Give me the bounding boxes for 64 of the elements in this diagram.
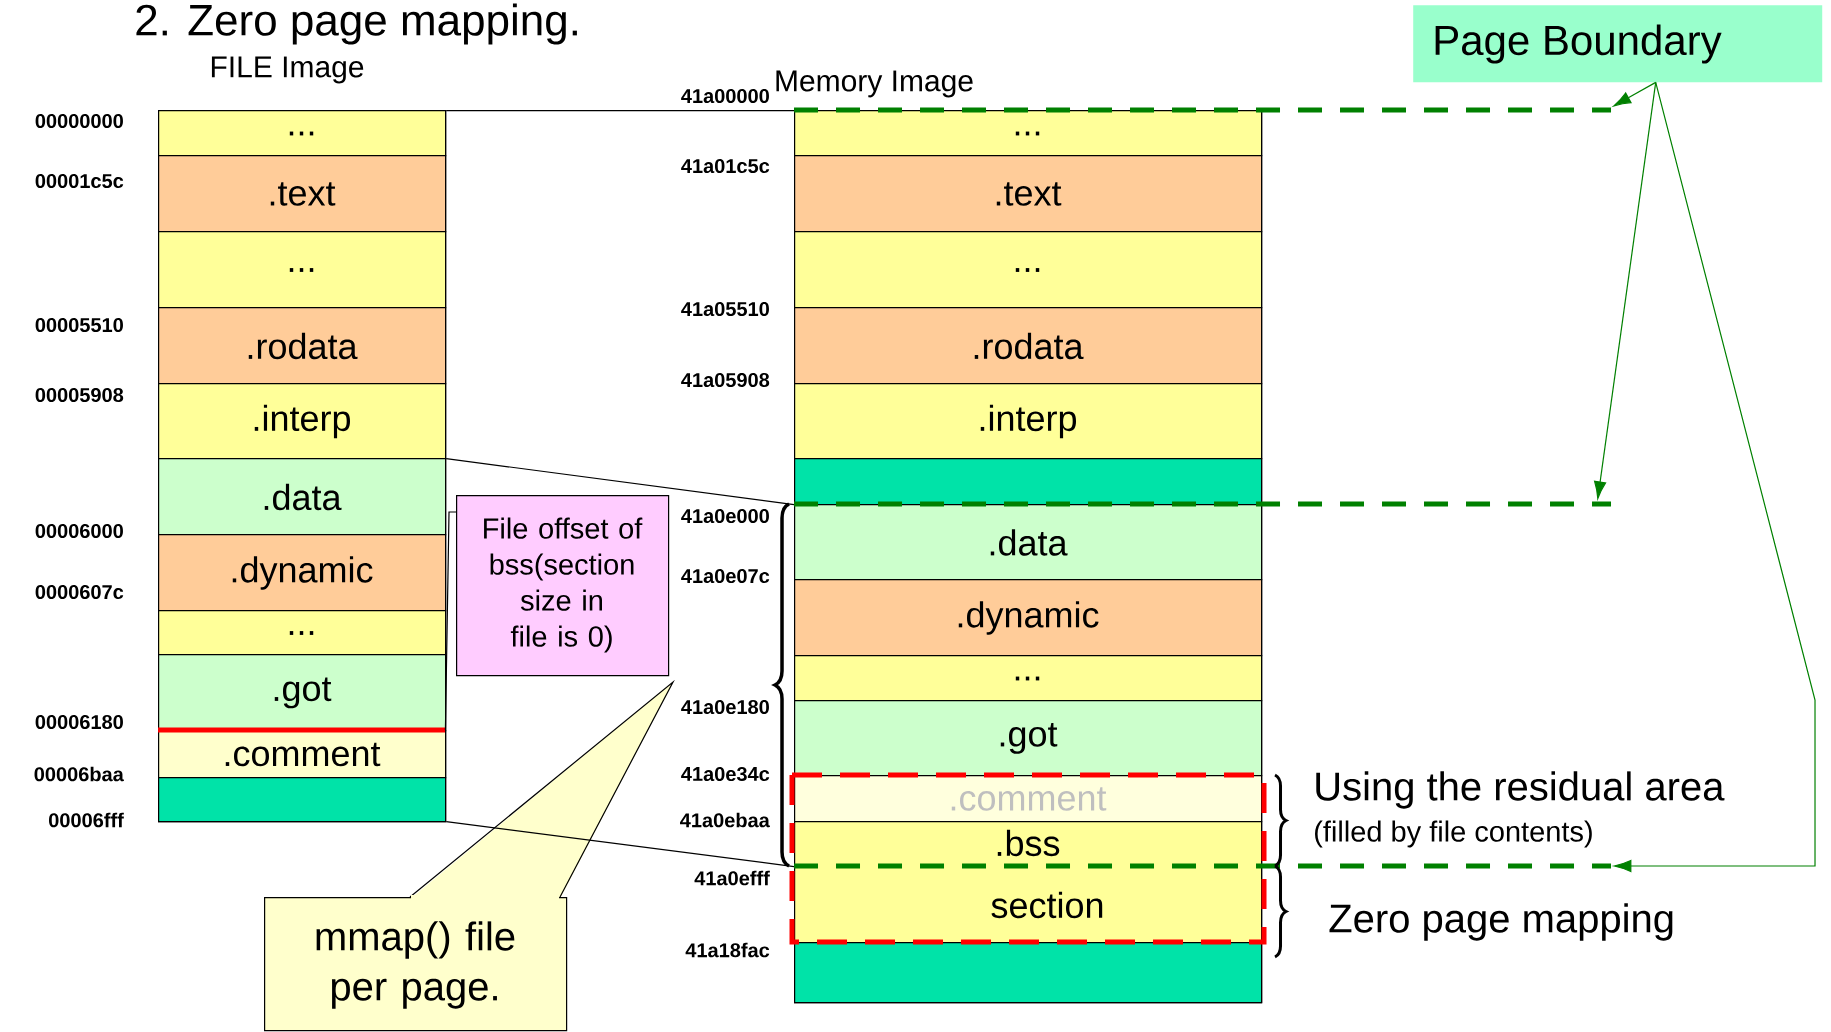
address-label: 41a0efff bbox=[694, 870, 770, 886]
section-row: .got bbox=[794, 700, 1263, 777]
section-row: .dynamic bbox=[158, 534, 447, 612]
address-label: 41a0e34c bbox=[681, 766, 770, 782]
note-text: Zero page mapping bbox=[1329, 903, 1673, 941]
section-row: .bss section bbox=[794, 821, 1263, 944]
address-label: 41a0e180 bbox=[681, 699, 769, 715]
section-row: ... bbox=[158, 231, 447, 309]
address-label: 41a0e07c bbox=[681, 568, 770, 584]
address-label: 41a0e000 bbox=[681, 508, 769, 524]
arrow bbox=[1613, 81, 1816, 873]
section-row: ... bbox=[158, 110, 447, 157]
section-row: .rodata bbox=[794, 307, 1263, 385]
mapping-line bbox=[444, 511, 457, 731]
section-row: .got bbox=[158, 654, 447, 732]
arrow bbox=[1613, 81, 1657, 107]
section-row: .data bbox=[158, 458, 447, 536]
note-text: Using the residual area bbox=[1316, 771, 1725, 809]
mapping-line bbox=[445, 110, 795, 112]
node-label: Memory Image bbox=[776, 70, 973, 98]
section-row: .text bbox=[158, 155, 447, 233]
address-label: 41a18fac bbox=[685, 942, 770, 958]
arrow bbox=[1594, 81, 1657, 500]
mapping-line bbox=[445, 821, 795, 868]
address-label: 0000607c bbox=[35, 584, 124, 600]
section-row: .interp bbox=[158, 383, 447, 460]
address-label: 41a05510 bbox=[681, 301, 769, 317]
note-box: File offset of bss(section size in file is 0) bbox=[456, 495, 670, 677]
section-row: ... bbox=[794, 110, 1263, 157]
padding-row bbox=[158, 777, 447, 823]
page-boundary-line bbox=[794, 107, 1611, 113]
address-label: 41a05908 bbox=[681, 372, 770, 388]
page-boundary-line bbox=[794, 501, 1611, 507]
address-label: 00001c5c bbox=[35, 173, 124, 189]
callout-box: mmap() file per page. bbox=[264, 895, 568, 1032]
address-label: 00006fff bbox=[49, 812, 124, 828]
boundary-line bbox=[158, 727, 445, 733]
padding-row bbox=[794, 942, 1263, 1004]
note-text: (filled by file contents) bbox=[1315, 820, 1592, 848]
page-boundary-line bbox=[794, 863, 1611, 869]
address-label: 41a0ebaa bbox=[680, 812, 770, 828]
address-label: 41a01c5c bbox=[681, 158, 770, 174]
mapping-line bbox=[445, 458, 795, 506]
address-label: 00005908 bbox=[35, 387, 124, 403]
title: 2. Zero page mapping. bbox=[136, 3, 577, 45]
node-label: FILE Image bbox=[211, 56, 364, 84]
section-row: .comment bbox=[158, 730, 447, 779]
padding-row bbox=[794, 458, 1263, 506]
address-label: 41a00000 bbox=[681, 88, 769, 104]
section-row: .data bbox=[794, 504, 1263, 581]
label-box: Page Boundary bbox=[1413, 5, 1823, 83]
address-label: 00005510 bbox=[35, 317, 123, 333]
address-label: 00000000 bbox=[35, 113, 123, 129]
section-row: ... bbox=[794, 231, 1263, 309]
address-label: 00006baa bbox=[34, 766, 124, 782]
section-row: ... bbox=[794, 655, 1263, 702]
section-row: .rodata bbox=[158, 307, 447, 385]
section-row: ... bbox=[158, 610, 447, 656]
address-label: 00006180 bbox=[35, 714, 123, 730]
section-row: .text bbox=[794, 155, 1263, 233]
address-label: 00006000 bbox=[35, 523, 123, 539]
section-row: .dynamic bbox=[794, 579, 1263, 657]
section-row: .interp bbox=[794, 383, 1263, 460]
section-row: .comment bbox=[794, 775, 1263, 823]
